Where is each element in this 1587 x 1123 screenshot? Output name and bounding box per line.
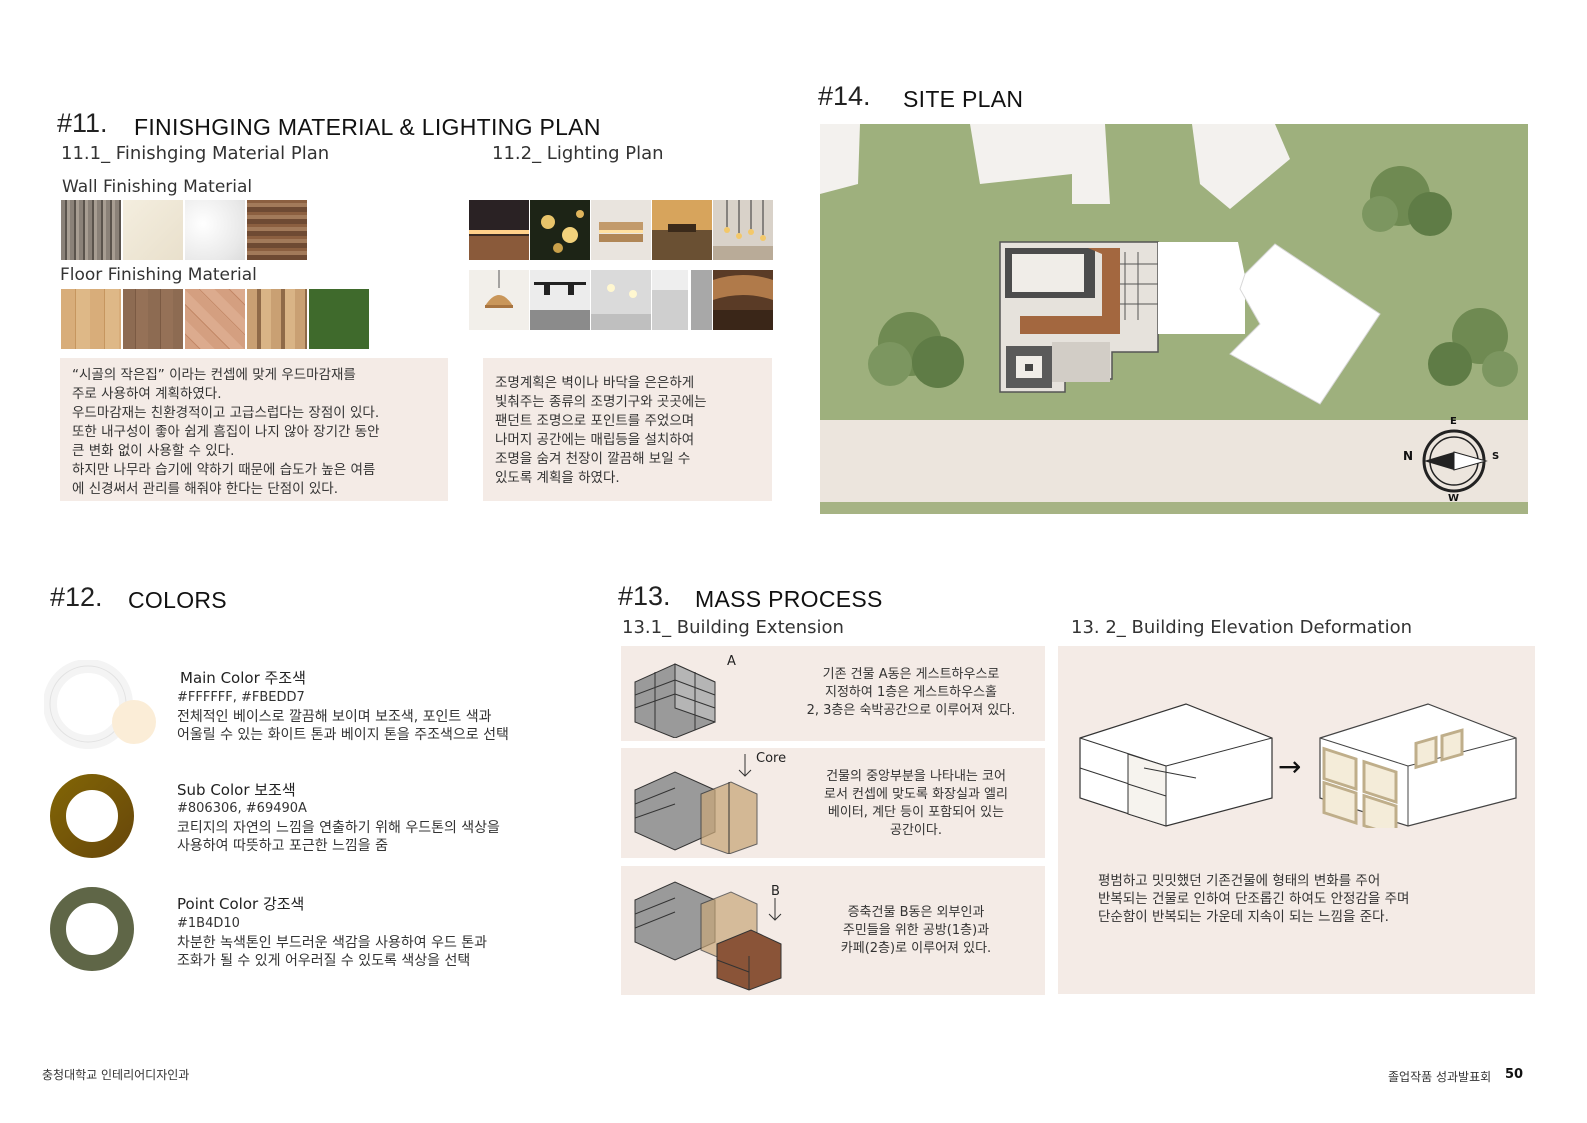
lighting-photo-indirect-step (469, 200, 529, 260)
material-text-line: 주로 사용하여 계획하였다. (72, 386, 222, 402)
mass-tag-core: Core (756, 751, 787, 766)
lighting-photo-wood-ceiling (713, 270, 773, 330)
main-color-swatch (43, 659, 164, 750)
site-plan-image: N S E W (820, 124, 1528, 514)
mass-step-b-text: 증축건물 B동은 외부인과 주민들을 위한 공방(1층)과 카페(2층)로 이루… (797, 904, 1035, 958)
lighting-text-line: 팬던트 조명으로 포인트를 주었으며 (495, 413, 695, 429)
section-12-title: COLORS (128, 587, 227, 613)
lighting-photo-downlight (591, 270, 651, 330)
mass-step-b: B 증축건물 B동은 외부인과 주민들을 위한 공방(1층)과 카페(2층)로 … (621, 866, 1045, 995)
sub-color-label: Sub Color 보조색 (177, 781, 296, 799)
lighting-text-line: 있도록 계획을 하였다. (495, 470, 620, 486)
section-13-number: #13. (618, 581, 671, 611)
compass-north-label: N (1403, 449, 1414, 463)
mass-text-line: 로서 컨셉에 맞도록 화장실과 엘리 (824, 787, 1008, 802)
footer-university: 충청대학교 인테리어디자인과 (42, 1068, 190, 1082)
lighting-text-line: 조명계획은 벽이나 바닥을 은은하게 (495, 375, 695, 391)
material-text-line: “시골의 작은집” 이라는 컨셉에 맞게 우드마감재를 (72, 367, 356, 383)
section-12-number: #12. (50, 582, 103, 612)
point-color-desc-1: 차분한 녹색톤인 부드러운 색감을 사용하여 우드 톤과 (177, 935, 488, 951)
material-text-line: 큰 변화 없이 사용할 수 있다. (72, 443, 235, 459)
mass-text-line: 공간이다. (890, 823, 942, 838)
mass-text-line: 카페(2층)로 이루어져 있다. (840, 941, 992, 956)
mass-text-line: 증축건물 B동은 외부인과 (847, 905, 985, 920)
wall-material-stacked-wood (247, 200, 307, 260)
deformation-text: 평범하고 밋밋했던 기존건물에 형태의 변화를 주어 반복되는 건물로 인하여 … (1098, 872, 1498, 926)
point-color-desc-2: 조화가 될 수 있게 어우러질 수 있도록 색상을 선택 (177, 953, 471, 969)
lighting-photo-wall-sconce (652, 200, 712, 260)
compass-west-label: W (1448, 493, 1460, 504)
mass-text-line: 베이터, 계단 등이 포함되어 있는 (827, 805, 1005, 820)
mass-tag-b: B (771, 884, 780, 899)
wall-material-ivory-plaster (123, 200, 183, 260)
section-13-title: MASS PROCESS (695, 586, 883, 612)
mass-step-core: Core 건물의 중앙부분을 나타내는 코어 로서 컨셉에 맞도록 화장실과 엘… (621, 748, 1045, 858)
deformation-text-line: 평범하고 밋밋했던 기존건물에 형태의 변화를 주어 (1098, 873, 1381, 889)
floor-material-mixed-wood (247, 289, 307, 349)
point-color-swatch (50, 887, 136, 973)
floor-material-walnut (123, 289, 183, 349)
floor-material-oak (61, 289, 121, 349)
lighting-photo-cove-light (652, 270, 712, 330)
sub-color-desc-2: 사용하여 따뜻하고 포근한 느낌을 줌 (177, 838, 388, 854)
sub-color-desc-1: 코티지의 자연의 느낌을 연출하기 위해 우드톤의 색상을 (177, 820, 500, 836)
material-plan-subtitle: 11.1_ Finishging Material Plan (61, 143, 330, 164)
main-color-desc-2: 어울릴 수 있는 화이트 톤과 베이지 톤을 주조색으로 선택 (177, 727, 509, 743)
mass-text-line: 지정하여 1층은 게스트하우스홀 (824, 685, 998, 700)
compass-south-label: S (1492, 451, 1500, 462)
floor-material-green (309, 289, 369, 349)
deformation-arrow: → (1278, 750, 1302, 783)
floor-material-herringbone (185, 289, 245, 349)
main-color-code: #FFFFFF, #FBEDD7 (177, 690, 305, 705)
footer-page-number: 50 (1505, 1067, 1524, 1082)
material-text-line: 에 신경써서 관리를 해줘야 한다는 단점이 있다. (72, 481, 339, 497)
lighting-description-box: 조명계획은 벽이나 바닥을 은은하게 빛춰주는 종류의 조명기구와 곳곳에는 팬… (483, 358, 772, 501)
lighting-photo-pendant-globes (530, 200, 590, 260)
lighting-plan-subtitle: 11.2_ Lighting Plan (492, 143, 664, 164)
material-text-line: 또한 내구성이 좋아 쉽게 흠집이 나지 않아 장기간 동안 (72, 424, 380, 440)
lighting-text-line: 나머지 공간에는 매립등을 설치하여 (495, 432, 695, 448)
lighting-photo-rattan-pendant (469, 270, 529, 330)
material-description-box: “시골의 작은집” 이라는 컨셉에 맞게 우드마감재를 주로 사용하여 계획하였… (60, 358, 448, 501)
wall-material-label: Wall Finishing Material (62, 177, 253, 197)
sub-color-swatch (50, 774, 136, 860)
mass-step-a: A 기존 건물 A동은 게스트하우스로 지정하여 1층은 게스트하우스홀 2, … (621, 646, 1045, 741)
lighting-photo-track-light (530, 270, 590, 330)
point-color-code: #1B4D10 (177, 916, 240, 931)
lighting-text-line: 빛춰주는 종류의 조명기구와 곳곳에는 (495, 394, 707, 410)
material-text-line: 우드마감재는 친환경적이고 고급스럽다는 장점이 있다. (72, 405, 380, 421)
sub-color-code: #806306, #69490A (177, 801, 307, 816)
building-extension-subtitle: 13.1_ Building Extension (622, 617, 844, 638)
section-14-number: #14. (818, 81, 871, 111)
wall-material-wood-slat (61, 200, 121, 260)
compass-east-label: E (1450, 416, 1457, 427)
point-color-label: Point Color 강조색 (177, 895, 305, 913)
mass-step-core-text: 건물의 중앙부분을 나타내는 코어 로서 컨셉에 맞도록 화장실과 엘리 베이터… (791, 768, 1041, 840)
footer-event: 졸업작품 성과발표회 (1388, 1070, 1492, 1084)
main-color-desc-1: 전체적인 베이스로 깔끔해 보이며 보조색, 포인트 색과 (177, 709, 492, 725)
lighting-photo-pendant-cluster (713, 200, 773, 260)
mass-text-line: 주민들을 위한 공방(1층)과 (842, 923, 990, 938)
section-11-title: FINISHGING MATERIAL & LIGHTING PLAN (134, 114, 601, 140)
floor-material-label: Floor Finishing Material (60, 265, 257, 285)
mass-text-line: 건물의 중앙부분을 나타내는 코어 (826, 769, 1006, 784)
section-14-title: SITE PLAN (903, 86, 1024, 112)
lighting-photo-step-light (591, 200, 651, 260)
elevation-deformation-subtitle: 13. 2_ Building Elevation Deformation (1071, 617, 1413, 638)
deformation-text-line: 단순함이 반복되는 가운데 지속이 되는 느낌을 준다. (1098, 909, 1389, 925)
wall-material-white-texture (185, 200, 245, 260)
mass-step-a-text: 기존 건물 A동은 게스트하우스로 지정하여 1층은 게스트하우스홀 2, 3층… (781, 666, 1041, 720)
main-color-label: Main Color 주조색 (180, 669, 306, 687)
deformation-text-line: 반복되는 건물로 인하여 단조롭긴 하여도 안정감을 주며 (1098, 891, 1410, 907)
elevation-deformation-panel: → 평범하고 밋밋했던 기존건물에 형태의 변화를 주어 반복되는 건물로 인하… (1058, 646, 1535, 994)
mass-text-line: 기존 건물 A동은 게스트하우스로 (822, 667, 1000, 682)
material-text-line: 하지만 나무라 습기에 약하기 때문에 습도가 높은 여름 (72, 462, 376, 478)
mass-tag-a: A (727, 654, 736, 669)
section-11-number: #11. (57, 108, 108, 138)
lighting-text-line: 조명을 숨겨 천장이 깔끔해 보일 수 (495, 451, 691, 467)
mass-text-line: 2, 3층은 숙박공간으로 이루어져 있다. (806, 703, 1016, 718)
